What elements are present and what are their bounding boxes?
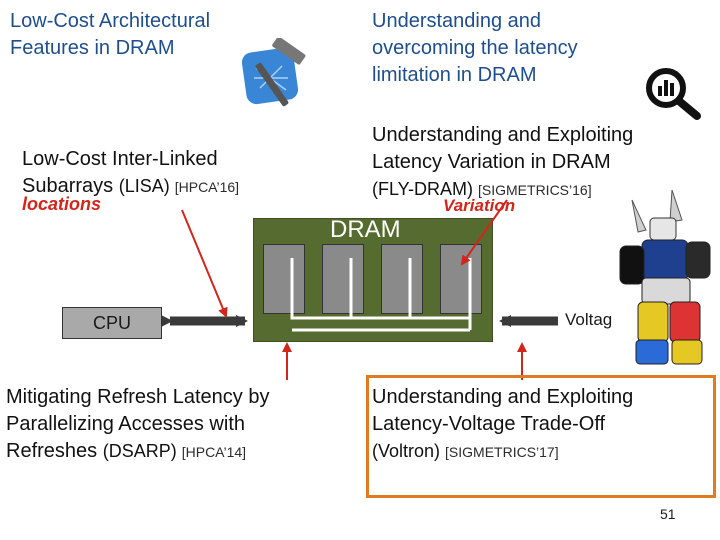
topic-venue: [HPCA’14] (181, 444, 247, 460)
voltage-label: Voltag (565, 310, 613, 329)
dram-bank (381, 244, 423, 314)
topic-lisa: Low-Cost Inter-Linked Subarrays (LISA) [… (22, 146, 239, 201)
topic-venue: [SIGMETRICS’16] (478, 182, 592, 198)
voltron-robot-icon (612, 189, 716, 370)
topic-line: Mitigating Refresh Latency by (6, 386, 270, 408)
magnifier-chart-icon (642, 64, 704, 120)
voltron-highlight-box (366, 375, 716, 498)
topic-line: Latency Variation in DRAM (372, 151, 611, 173)
topic-main-text: Refreshes (6, 440, 103, 462)
topic-line: Understanding and Exploiting (372, 124, 634, 146)
topic-low-cost-features: Low-Cost Architectural Features in DRAM (10, 8, 210, 62)
topic-main-text: Subarrays (22, 175, 119, 197)
topic-venue: [HPCA’16] (174, 179, 240, 195)
dram-bank (263, 244, 305, 314)
topic-venue: [SIGMETRICS’17] (445, 444, 559, 460)
topic-line: overcoming the latency (372, 37, 578, 59)
topic-paren: (DSARP) (102, 441, 182, 461)
topic-line: Low-Cost Inter-Linked (22, 148, 218, 170)
topic-line: Parallelizing Accesses with (6, 413, 245, 435)
dram-bank (322, 244, 364, 314)
xcode-hammer-icon (238, 36, 318, 110)
topic-flydram: Understanding and Exploiting Latency Var… (372, 122, 633, 204)
topic-line: limitation in DRAM (372, 64, 537, 86)
topic-line: Subarrays (LISA) [HPCA’16] (22, 173, 239, 201)
cpu-box: CPU (62, 307, 162, 339)
dram-label: DRAM (330, 216, 401, 243)
topic-paren: (LISA) (118, 176, 175, 196)
topic-line: Low-Cost Architectural (10, 10, 211, 32)
topic-paren: (Voltron) (372, 441, 446, 461)
topic-voltron: Understanding and Exploiting Latency-Vol… (372, 384, 633, 466)
topic-line: (Voltron) [SIGMETRICS’17] (372, 438, 633, 466)
dram-bank (440, 244, 482, 314)
topic-paren: (FLY-DRAM) (372, 179, 479, 199)
page-number: 51 (660, 506, 676, 522)
topic-line: Understanding and (372, 10, 542, 32)
topic-line: Latency-Voltage Trade-Off (372, 413, 606, 435)
topic-line: Refreshes (DSARP) [HPCA’14] (6, 438, 269, 466)
topic-line: Features in DRAM (10, 37, 175, 59)
topic-latency-limitation: Understanding and overcoming the latency… (372, 8, 578, 89)
occluded-label-locations: locations (22, 194, 102, 214)
topic-line: Understanding and Exploiting (372, 386, 634, 408)
topic-line: (FLY-DRAM) [SIGMETRICS’16] (372, 176, 633, 204)
topic-dsarp: Mitigating Refresh Latency by Paralleliz… (6, 384, 269, 466)
